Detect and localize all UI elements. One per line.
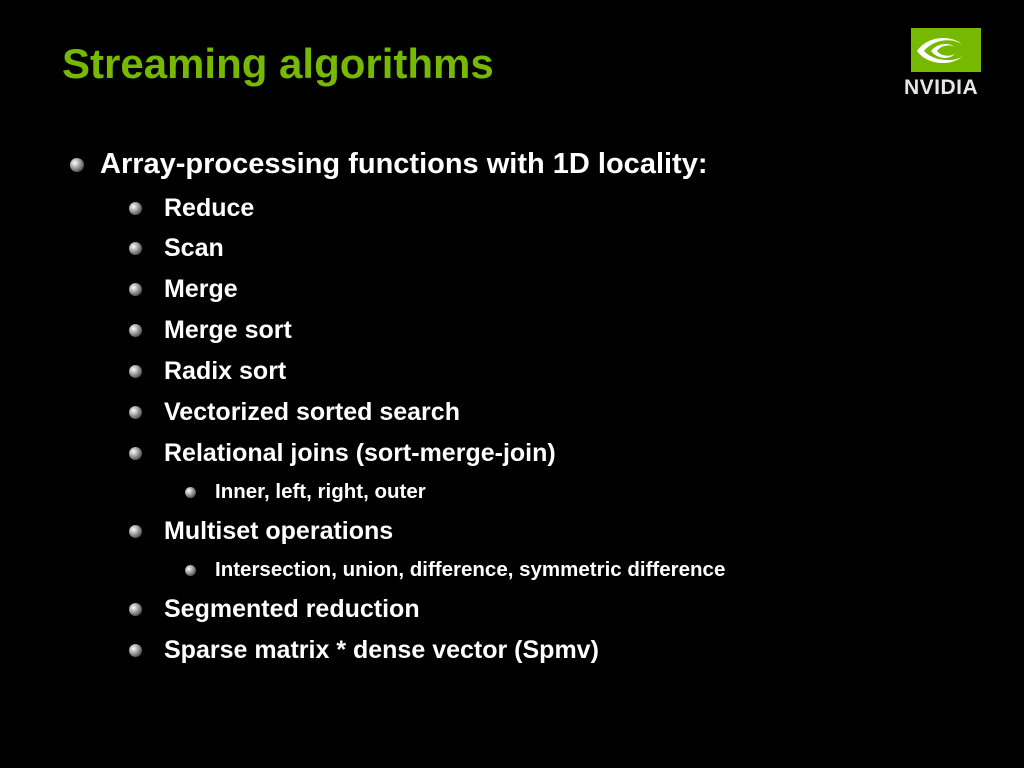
bullet-text: Radix sort	[164, 357, 287, 385]
sub-bullet-set-ops: Intersection, union, difference, symmetr…	[185, 557, 726, 583]
bullet-icon	[129, 406, 142, 419]
bullet-icon	[185, 487, 196, 498]
bullet-text: Segmented reduction	[164, 595, 420, 623]
nvidia-wordmark: NVIDIA	[904, 76, 979, 99]
slide-title: Streaming algorithms	[62, 40, 494, 87]
bullet-icon	[129, 202, 142, 215]
bullet-text: Inner, left, right, outer	[215, 480, 426, 503]
bullet-item-reduce: Reduce	[129, 192, 255, 224]
bullet-text: Reduce	[164, 194, 255, 222]
bullet-item-radix-sort: Radix sort	[129, 355, 287, 387]
bullet-icon	[129, 447, 142, 460]
bullet-item-merge: Merge	[129, 273, 238, 305]
bullet-text: Vectorized sorted search	[164, 398, 460, 426]
bullet-item-relational-joins: Relational joins (sort-merge-join)	[129, 437, 556, 469]
sub-bullet-join-types: Inner, left, right, outer	[185, 479, 426, 505]
bullet-item-segmented-reduction: Segmented reduction	[129, 593, 420, 625]
nvidia-logo: NVIDIA	[902, 28, 1002, 102]
bullet-icon	[129, 324, 142, 337]
bullet-icon	[129, 644, 142, 657]
bullet-text: Intersection, union, difference, symmetr…	[215, 558, 726, 581]
bullet-item-scan: Scan	[129, 232, 224, 264]
bullet-text: Scan	[164, 234, 224, 262]
bullet-text: Sparse matrix * dense vector (Spmv)	[164, 636, 599, 664]
bullet-icon	[185, 565, 196, 576]
bullet-icon	[129, 365, 142, 378]
bullet-icon	[129, 525, 142, 538]
bullet-item-merge-sort: Merge sort	[129, 314, 292, 346]
bullet-text: Multiset operations	[164, 517, 394, 545]
bullet-item-vectorized-search: Vectorized sorted search	[129, 396, 460, 428]
bullet-item-spmv: Sparse matrix * dense vector (Spmv)	[129, 634, 599, 666]
bullet-text: Relational joins (sort-merge-join)	[164, 439, 556, 467]
bullet-icon	[129, 242, 142, 255]
bullet-text: Merge	[164, 275, 238, 303]
bullet-icon	[129, 603, 142, 616]
bullet-icon	[129, 283, 142, 296]
nvidia-eye-icon	[911, 28, 981, 72]
bullet-text: Merge sort	[164, 316, 292, 344]
bullet-item-multiset: Multiset operations	[129, 515, 394, 547]
bullet-heading: Array-processing functions with 1D local…	[70, 146, 708, 182]
bullet-text: Array-processing functions with 1D local…	[100, 148, 708, 180]
bullet-icon	[70, 158, 84, 172]
